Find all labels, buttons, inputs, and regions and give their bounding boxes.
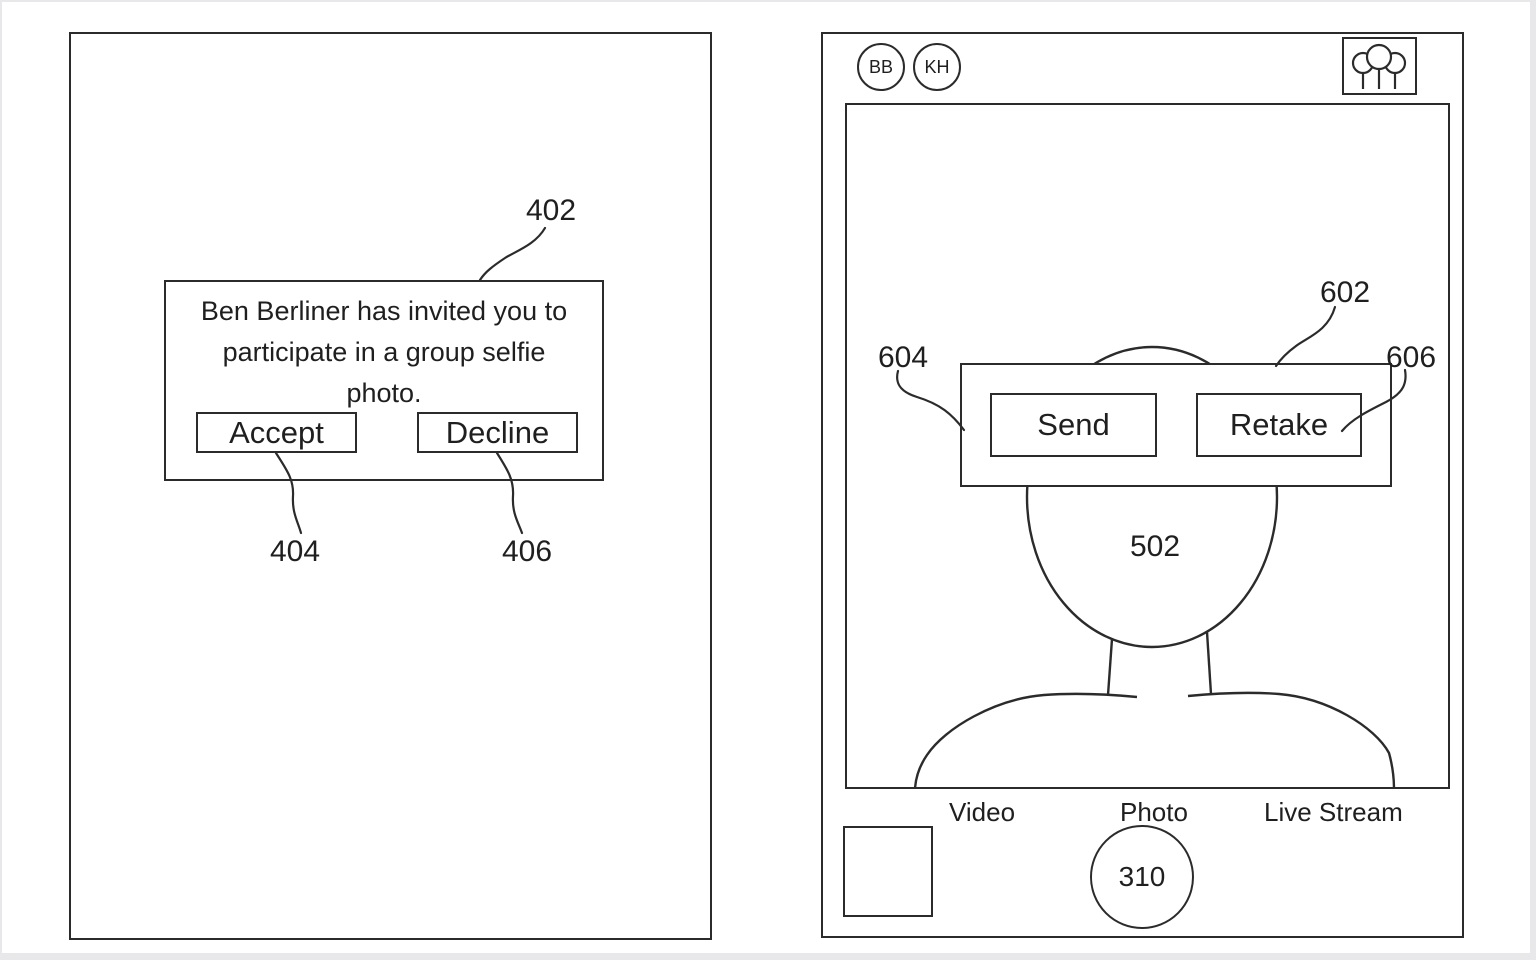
participant-avatar-kh[interactable]: KH xyxy=(913,43,961,91)
group-people-icon xyxy=(1351,43,1407,89)
participant-avatar-bb[interactable]: BB xyxy=(857,43,905,91)
ref-label-604: 604 xyxy=(878,341,929,374)
camera-viewfinder: Send Retake 502 xyxy=(845,103,1450,789)
ref-label-606: 606 xyxy=(1386,341,1437,374)
gallery-thumbnail[interactable] xyxy=(843,826,933,917)
retake-button[interactable]: Retake xyxy=(1196,393,1362,457)
invite-message-line: photo. xyxy=(346,378,422,408)
mode-live-stream[interactable]: Live Stream xyxy=(1264,797,1403,827)
invite-dialog: Ben Berliner has invited you to particip… xyxy=(164,280,604,481)
invite-message: Ben Berliner has invited you to particip… xyxy=(166,291,602,414)
shutter-ref-number: 310 xyxy=(1118,861,1166,892)
send-retake-overlay: Send Retake xyxy=(960,363,1392,487)
accept-button[interactable]: Accept xyxy=(196,412,357,453)
ref-label-406: 406 xyxy=(502,535,553,568)
decline-button[interactable]: Decline xyxy=(417,412,578,453)
ref-label-402: 402 xyxy=(526,194,577,227)
shutter-button[interactable]: 310 xyxy=(1090,825,1194,929)
ref-label-602: 602 xyxy=(1320,276,1371,309)
person-neck xyxy=(1205,631,1213,695)
invite-message-line: participate in a group selfie xyxy=(222,337,546,367)
camera-screen: BB KH xyxy=(821,32,1464,938)
avatar-initials: BB xyxy=(868,56,893,77)
invite-message-line: Ben Berliner has invited you to xyxy=(200,296,568,326)
ref-label-502: 502 xyxy=(1130,530,1181,563)
avatar-initials: KH xyxy=(924,56,950,77)
mode-photo[interactable]: Photo xyxy=(1120,797,1188,827)
person-neck xyxy=(1106,638,1114,696)
person-shoulder xyxy=(913,692,1138,787)
group-selfie-button[interactable] xyxy=(1342,37,1417,95)
invite-screen: Ben Berliner has invited you to particip… xyxy=(69,32,712,940)
mode-video[interactable]: Video xyxy=(949,797,1016,827)
send-button[interactable]: Send xyxy=(990,393,1157,457)
ref-label-404: 404 xyxy=(270,535,321,568)
person-shoulder xyxy=(1187,691,1396,787)
